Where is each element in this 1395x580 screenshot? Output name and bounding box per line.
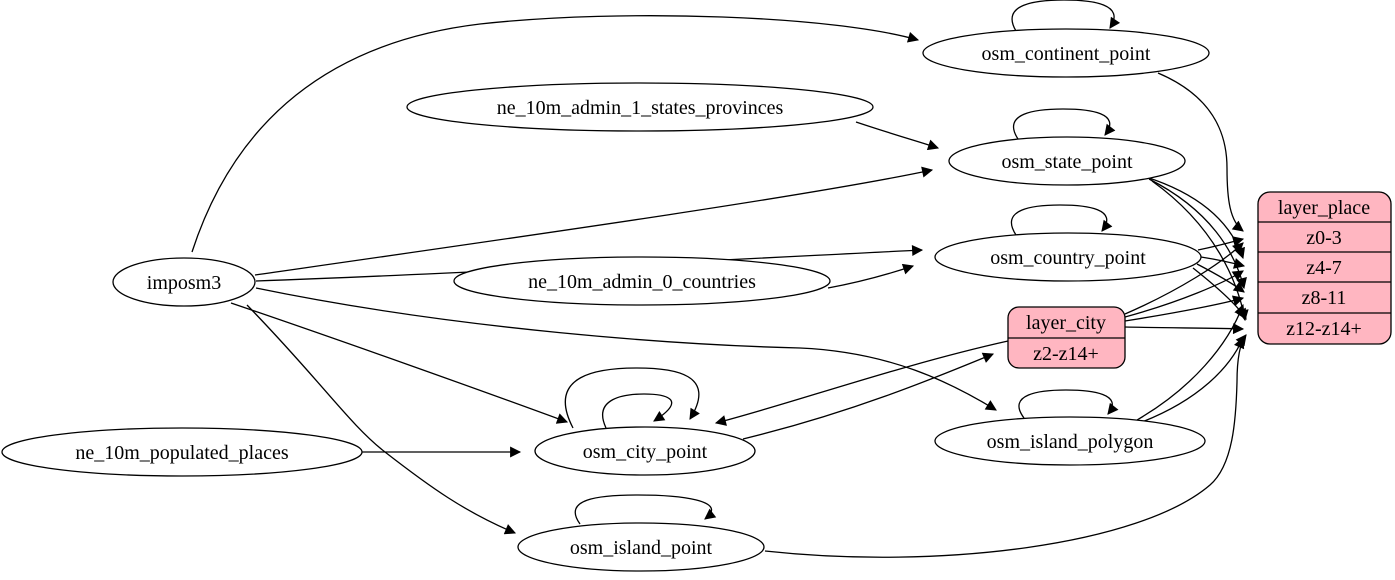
osm-continent-point-shape <box>922 28 1210 78</box>
edge-osm-country-point-to-layer-place-z0-3 <box>1197 236 1245 251</box>
self-loop-osm-state-point <box>1012 108 1116 140</box>
self-loop-osm-city-point-outer <box>564 367 700 429</box>
edge-layer-city-to-layer-place-z8-11 <box>1124 295 1245 322</box>
layer-city-row-z2-z14: z2-z14+ <box>1033 343 1099 365</box>
edge-osm-city-point-to-layer-city-z2-z14 <box>742 352 995 440</box>
osm-state-point-label: osm_state_point <box>1001 151 1133 173</box>
node-layer-city: layer_city z2-z14+ <box>1007 306 1126 369</box>
layer-place-row-z12-z14: z12-z14+ <box>1286 318 1362 340</box>
edge-layer-city-to-osm-city-point <box>714 340 1009 426</box>
ne-10m-admin-1-label: ne_10m_admin_1_states_provinces <box>497 97 784 119</box>
osm-country-point-label: osm_country_point <box>990 247 1146 269</box>
node-ne-10m-admin-0-countries: ne_10m_admin_0_countries <box>453 256 831 306</box>
osm-island-point-label: osm_island_point <box>570 537 713 559</box>
osm-island-point-shape <box>517 522 765 572</box>
node-ne-10m-admin-1-states-provinces: ne_10m_admin_1_states_provinces <box>406 82 874 132</box>
edge-layer-city-to-layer-place-z4-7 <box>1124 270 1244 318</box>
node-osm-country-point: osm_country_point <box>934 232 1202 282</box>
edges <box>191 0 1249 558</box>
osm-city-point-shape <box>534 426 756 476</box>
layer-place-title: layer_place <box>1278 197 1370 219</box>
edge-ne-10m-admin-0-to-osm-country-point <box>827 263 915 289</box>
layer-place-box <box>1257 191 1392 345</box>
edge-osm-country-point-to-layer-place-z4-7 <box>1200 256 1246 269</box>
imposm3-label: imposm3 <box>147 272 221 294</box>
node-osm-state-point: osm_state_point <box>948 136 1186 186</box>
edge-osm-island-point-to-layer-place-z12-z14 <box>764 334 1247 558</box>
node-osm-city-point: osm_city_point <box>534 426 756 476</box>
node-layer-place: layer_place z0-3 z4-7 z8-11 z12-z14+ <box>1257 191 1392 345</box>
self-loop-osm-country-point <box>1010 204 1113 236</box>
self-loop-osm-continent-point <box>1011 0 1121 32</box>
ne-10m-populated-places-label: ne_10m_populated_places <box>75 442 288 464</box>
layer-city-title: layer_city <box>1026 312 1106 334</box>
node-imposm3: imposm3 <box>112 257 256 307</box>
osm-island-polygon-label: osm_island_polygon <box>987 431 1154 453</box>
edge-osm-continent-point-to-layer-place-z0-3 <box>1157 72 1244 232</box>
ne-10m-admin-0-shape <box>453 256 831 306</box>
osm-state-point-shape <box>948 136 1186 186</box>
osm-continent-point-label: osm_continent_point <box>982 43 1151 65</box>
self-loop-osm-island-polygon <box>1018 389 1119 419</box>
node-osm-island-polygon: osm_island_polygon <box>934 416 1206 466</box>
node-osm-continent-point: osm_continent_point <box>922 28 1210 78</box>
self-loop-osm-island-point <box>574 494 717 525</box>
layer-place-row-z0-3: z0-3 <box>1306 227 1342 249</box>
edge-osm-island-polygon-to-layer-place-z8-11 <box>1136 303 1245 421</box>
edge-ne-10m-admin-1-to-osm-state-point <box>855 121 940 151</box>
edge-imposm3-to-osm-island-polygon <box>255 287 997 411</box>
imposm3-shape <box>112 257 256 307</box>
layer-place-row-z4-7: z4-7 <box>1306 257 1342 279</box>
layer-place-row-z8-11: z8-11 <box>1302 287 1347 309</box>
edge-imposm3-to-osm-continent-point <box>191 15 920 253</box>
self-loop-osm-city-point-inner <box>602 393 673 429</box>
edge-layer-city-to-layer-place-z0-3 <box>1124 242 1244 315</box>
edge-imposm3-to-osm-city-point <box>230 302 569 424</box>
osm-city-point-label: osm_city_point <box>583 441 708 463</box>
edge-osm-island-polygon-to-layer-place-z12-z14 <box>1141 336 1245 423</box>
ne-10m-admin-1-shape <box>406 82 874 132</box>
ne-10m-populated-places-shape <box>1 427 363 477</box>
edge-imposm3-to-osm-state-point <box>254 166 934 276</box>
node-osm-island-point: osm_island_point <box>517 522 765 572</box>
edge-layer-city-to-layer-place-z12-z14 <box>1124 323 1245 335</box>
osm-island-polygon-shape <box>934 416 1206 466</box>
ne-10m-admin-0-label: ne_10m_admin_0_countries <box>528 271 756 293</box>
osm-country-point-shape <box>934 232 1202 282</box>
node-ne-10m-populated-places: ne_10m_populated_places <box>1 427 363 477</box>
edge-imposm3-to-osm-island-point <box>246 304 517 535</box>
